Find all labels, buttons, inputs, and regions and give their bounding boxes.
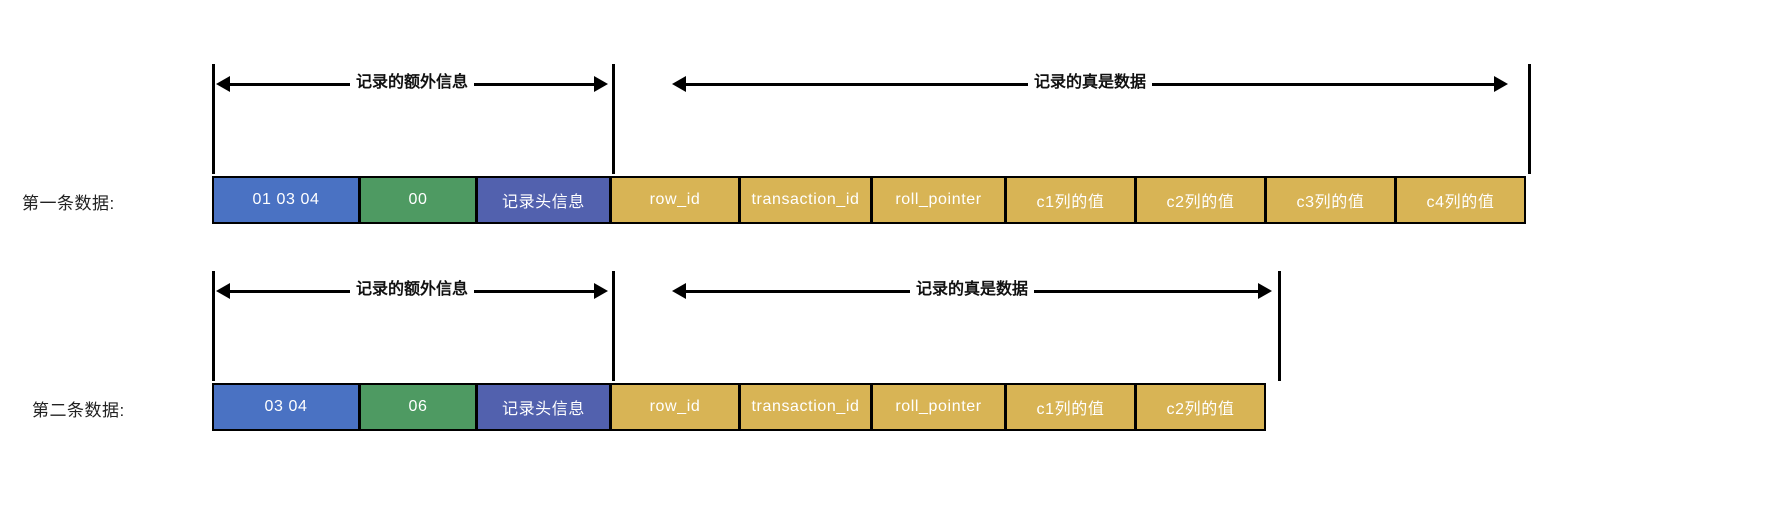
row2-divider-left bbox=[212, 271, 215, 381]
record-cell: 00 bbox=[359, 176, 477, 224]
row2-extra-info-label: 记录的额外信息 bbox=[356, 281, 469, 298]
arrow-line bbox=[1034, 289, 1259, 293]
arrow-line bbox=[686, 289, 910, 293]
record-cell: 06 bbox=[359, 383, 477, 431]
row1-real-data-arrow: 记录的真是数据 bbox=[672, 71, 1509, 97]
record-cell: 01 03 04 bbox=[212, 176, 360, 224]
arrow-line bbox=[474, 82, 595, 86]
arrow-line bbox=[474, 289, 595, 293]
record-cell: roll_pointer bbox=[871, 383, 1006, 431]
row1-divider-middle bbox=[612, 64, 615, 174]
record-cell: 记录头信息 bbox=[476, 383, 611, 431]
record-cell: transaction_id bbox=[739, 383, 872, 431]
row2-real-data-label: 记录的真是数据 bbox=[916, 281, 1029, 298]
arrow-head-right-icon bbox=[1494, 76, 1509, 92]
arrow-line bbox=[686, 82, 1028, 86]
row-label-first-record: 第一条数据: bbox=[22, 194, 115, 213]
record-cell: c2列的值 bbox=[1135, 176, 1266, 224]
row1-real-data-label: 记录的真是数据 bbox=[1034, 74, 1147, 91]
arrow-head-left-icon bbox=[672, 283, 686, 299]
row1-divider-right bbox=[1528, 64, 1531, 174]
arrow-head-right-icon bbox=[594, 76, 609, 92]
row1-extra-info-arrow: 记录的额外信息 bbox=[216, 71, 609, 97]
record-cell: roll_pointer bbox=[871, 176, 1006, 224]
record-cell: row_id bbox=[610, 176, 740, 224]
arrow-line bbox=[230, 82, 350, 86]
record-cell: row_id bbox=[610, 383, 740, 431]
row2-extra-info-arrow: 记录的额外信息 bbox=[216, 278, 609, 304]
arrow-head-left-icon bbox=[216, 76, 230, 92]
arrow-line bbox=[1152, 82, 1495, 86]
row1-extra-info-label: 记录的额外信息 bbox=[356, 74, 469, 91]
record-cell: transaction_id bbox=[739, 176, 872, 224]
record-cell: 03 04 bbox=[212, 383, 360, 431]
arrow-head-right-icon bbox=[594, 283, 609, 299]
record-cell: c3列的值 bbox=[1265, 176, 1396, 224]
row2-divider-right bbox=[1278, 271, 1281, 381]
record-cell: c1列的值 bbox=[1005, 176, 1136, 224]
arrow-head-left-icon bbox=[672, 76, 686, 92]
arrow-head-left-icon bbox=[216, 283, 230, 299]
record-cell: c4列的值 bbox=[1395, 176, 1526, 224]
row-label-second-record: 第二条数据: bbox=[32, 401, 125, 420]
record-cell: c1列的值 bbox=[1005, 383, 1136, 431]
row2-real-data-arrow: 记录的真是数据 bbox=[672, 278, 1273, 304]
row1-divider-left bbox=[212, 64, 215, 174]
record-cell: c2列的值 bbox=[1135, 383, 1266, 431]
row2-divider-middle bbox=[612, 271, 615, 381]
record-cell: 记录头信息 bbox=[476, 176, 611, 224]
arrow-line bbox=[230, 289, 350, 293]
arrow-head-right-icon bbox=[1258, 283, 1273, 299]
